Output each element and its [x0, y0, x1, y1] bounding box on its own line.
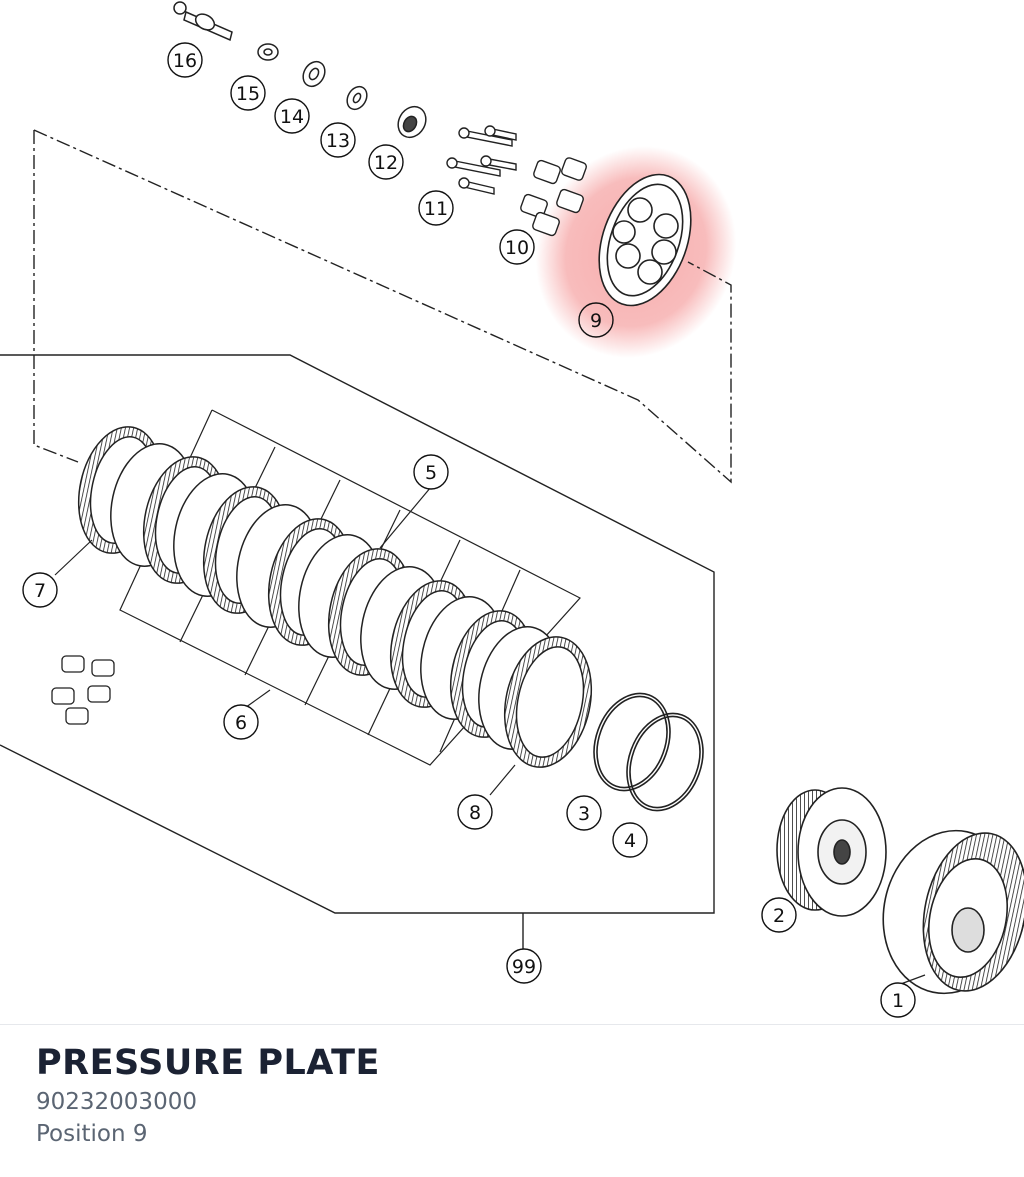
springs — [520, 157, 587, 237]
callout-7[interactable]: 7 — [22, 572, 58, 608]
callout-label: 99 — [512, 956, 536, 978]
callout-1[interactable]: 1 — [880, 982, 916, 1018]
callout-2[interactable]: 2 — [761, 897, 797, 933]
washer-14 — [302, 60, 326, 88]
assembly-outline — [33, 129, 732, 484]
callout-label: 10 — [505, 237, 529, 259]
callout-circle — [566, 795, 602, 831]
callout-circle — [578, 302, 614, 338]
callout-label: 15 — [236, 83, 260, 105]
callout-circle — [880, 982, 916, 1018]
callout-circle — [368, 144, 404, 180]
callout-label: 4 — [624, 830, 636, 852]
clutch-plate-stack — [77, 426, 593, 768]
exploded-parts-diagram: 16 15 14 13 12 11 10 9 7 5 6 8 3 4 2 99 1 — [0, 1, 1024, 1018]
callout-circle — [499, 229, 535, 265]
callout-11[interactable]: 11 — [418, 190, 454, 226]
callout-label: 7 — [34, 580, 46, 602]
callout-8[interactable]: 8 — [457, 794, 493, 830]
callout-circle — [230, 75, 266, 111]
callout-9[interactable]: 9 — [578, 302, 614, 338]
callout-label: 6 — [235, 712, 247, 734]
bolts — [446, 125, 517, 195]
part-number: 90232003000 — [36, 1089, 197, 1115]
nut — [257, 43, 279, 61]
callout-label: 5 — [425, 462, 437, 484]
clutch-basket — [882, 829, 1024, 995]
kit-bracket — [0, 354, 715, 950]
callout-circle — [274, 98, 310, 134]
callout-circle — [167, 42, 203, 78]
callout-5[interactable]: 5 — [413, 454, 449, 490]
part-position: Position 9 — [36, 1121, 148, 1147]
callout-circle — [223, 704, 259, 740]
callout-circle — [457, 794, 493, 830]
callout-circle — [506, 948, 542, 984]
callout-circle — [761, 897, 797, 933]
callout-label: 16 — [173, 50, 197, 72]
wire-rings — [593, 692, 704, 812]
callout-label: 13 — [326, 130, 350, 152]
washer-13 — [346, 85, 368, 111]
callout-circle — [612, 822, 648, 858]
pushrod-bolt — [173, 1, 233, 42]
callout-circle — [320, 122, 356, 158]
callout-label: 12 — [374, 152, 398, 174]
callout-3[interactable]: 3 — [566, 795, 602, 831]
callout-4[interactable]: 4 — [612, 822, 648, 858]
callout-15[interactable]: 15 — [230, 75, 266, 111]
callout-12[interactable]: 12 — [368, 144, 404, 180]
callout-13[interactable]: 13 — [320, 122, 356, 158]
needle-bearings — [51, 655, 115, 725]
callout-10[interactable]: 10 — [499, 229, 535, 265]
callout-circle — [22, 572, 58, 608]
callout-label: 3 — [578, 803, 590, 825]
inner-clutch-hub — [776, 787, 887, 917]
callout-circle — [413, 454, 449, 490]
callout-99[interactable]: 99 — [506, 948, 542, 984]
callout-6[interactable]: 6 — [223, 704, 259, 740]
divider — [0, 1024, 1024, 1025]
pressure-plate — [598, 173, 692, 307]
callout-label: 2 — [773, 905, 785, 927]
part-info-panel: PRESSURE PLATE 90232003000 Position 9 — [36, 1040, 996, 1150]
callout-16[interactable]: 16 — [167, 42, 203, 78]
callout-14[interactable]: 14 — [274, 98, 310, 134]
callout-circle — [418, 190, 454, 226]
callout-label: 1 — [892, 990, 904, 1012]
callout-label: 14 — [280, 106, 304, 128]
callout-label: 11 — [424, 198, 448, 220]
callout-label: 8 — [469, 802, 481, 824]
part-name: PRESSURE PLATE — [36, 1043, 380, 1083]
bearing — [397, 105, 427, 139]
callout-label: 9 — [590, 310, 602, 332]
